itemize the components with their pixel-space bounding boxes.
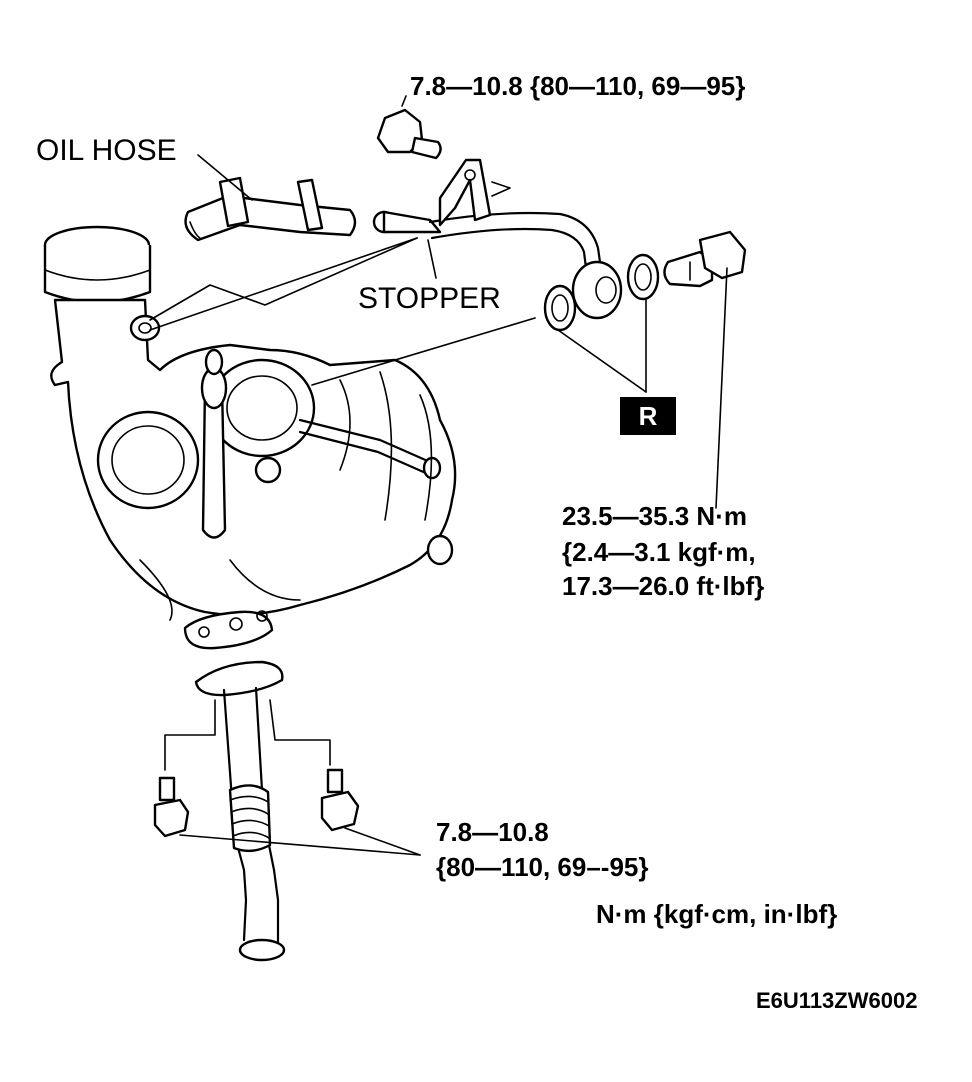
- turbocharger: [43, 225, 457, 650]
- leader-lines: [149, 95, 728, 856]
- oil-pipe: [372, 158, 623, 320]
- flange-torque-line2: {80—110, 69–-95}: [436, 852, 649, 882]
- oil-return-pipe: [194, 660, 286, 962]
- stopper-label: STOPPER: [358, 282, 501, 315]
- top-torque-label: 7.8—10.8 {80—110, 69—95}: [410, 71, 746, 101]
- washer: [543, 253, 660, 332]
- oil-hose-label: OIL HOSE: [36, 134, 177, 167]
- oil-hose: [184, 176, 357, 242]
- flange-torque-line1: 7.8—10.8: [436, 817, 549, 847]
- flange-bolt: [153, 768, 360, 838]
- banjo-torque-line1: 23.5—35.3 N·m: [562, 501, 747, 531]
- units-label: N·m {kgf·cm, in·lbf}: [596, 899, 838, 929]
- banjo-torque-line3: 17.3—26.0 ft·lbf}: [562, 571, 765, 601]
- banjo-torque-line2: {2.4—3.1 kgf·m,: [562, 537, 756, 567]
- figure-code: E6U113ZW6002: [756, 988, 918, 1013]
- replace-badge: R: [620, 397, 676, 435]
- bolt: [376, 108, 442, 160]
- eye-bolt: [663, 230, 747, 288]
